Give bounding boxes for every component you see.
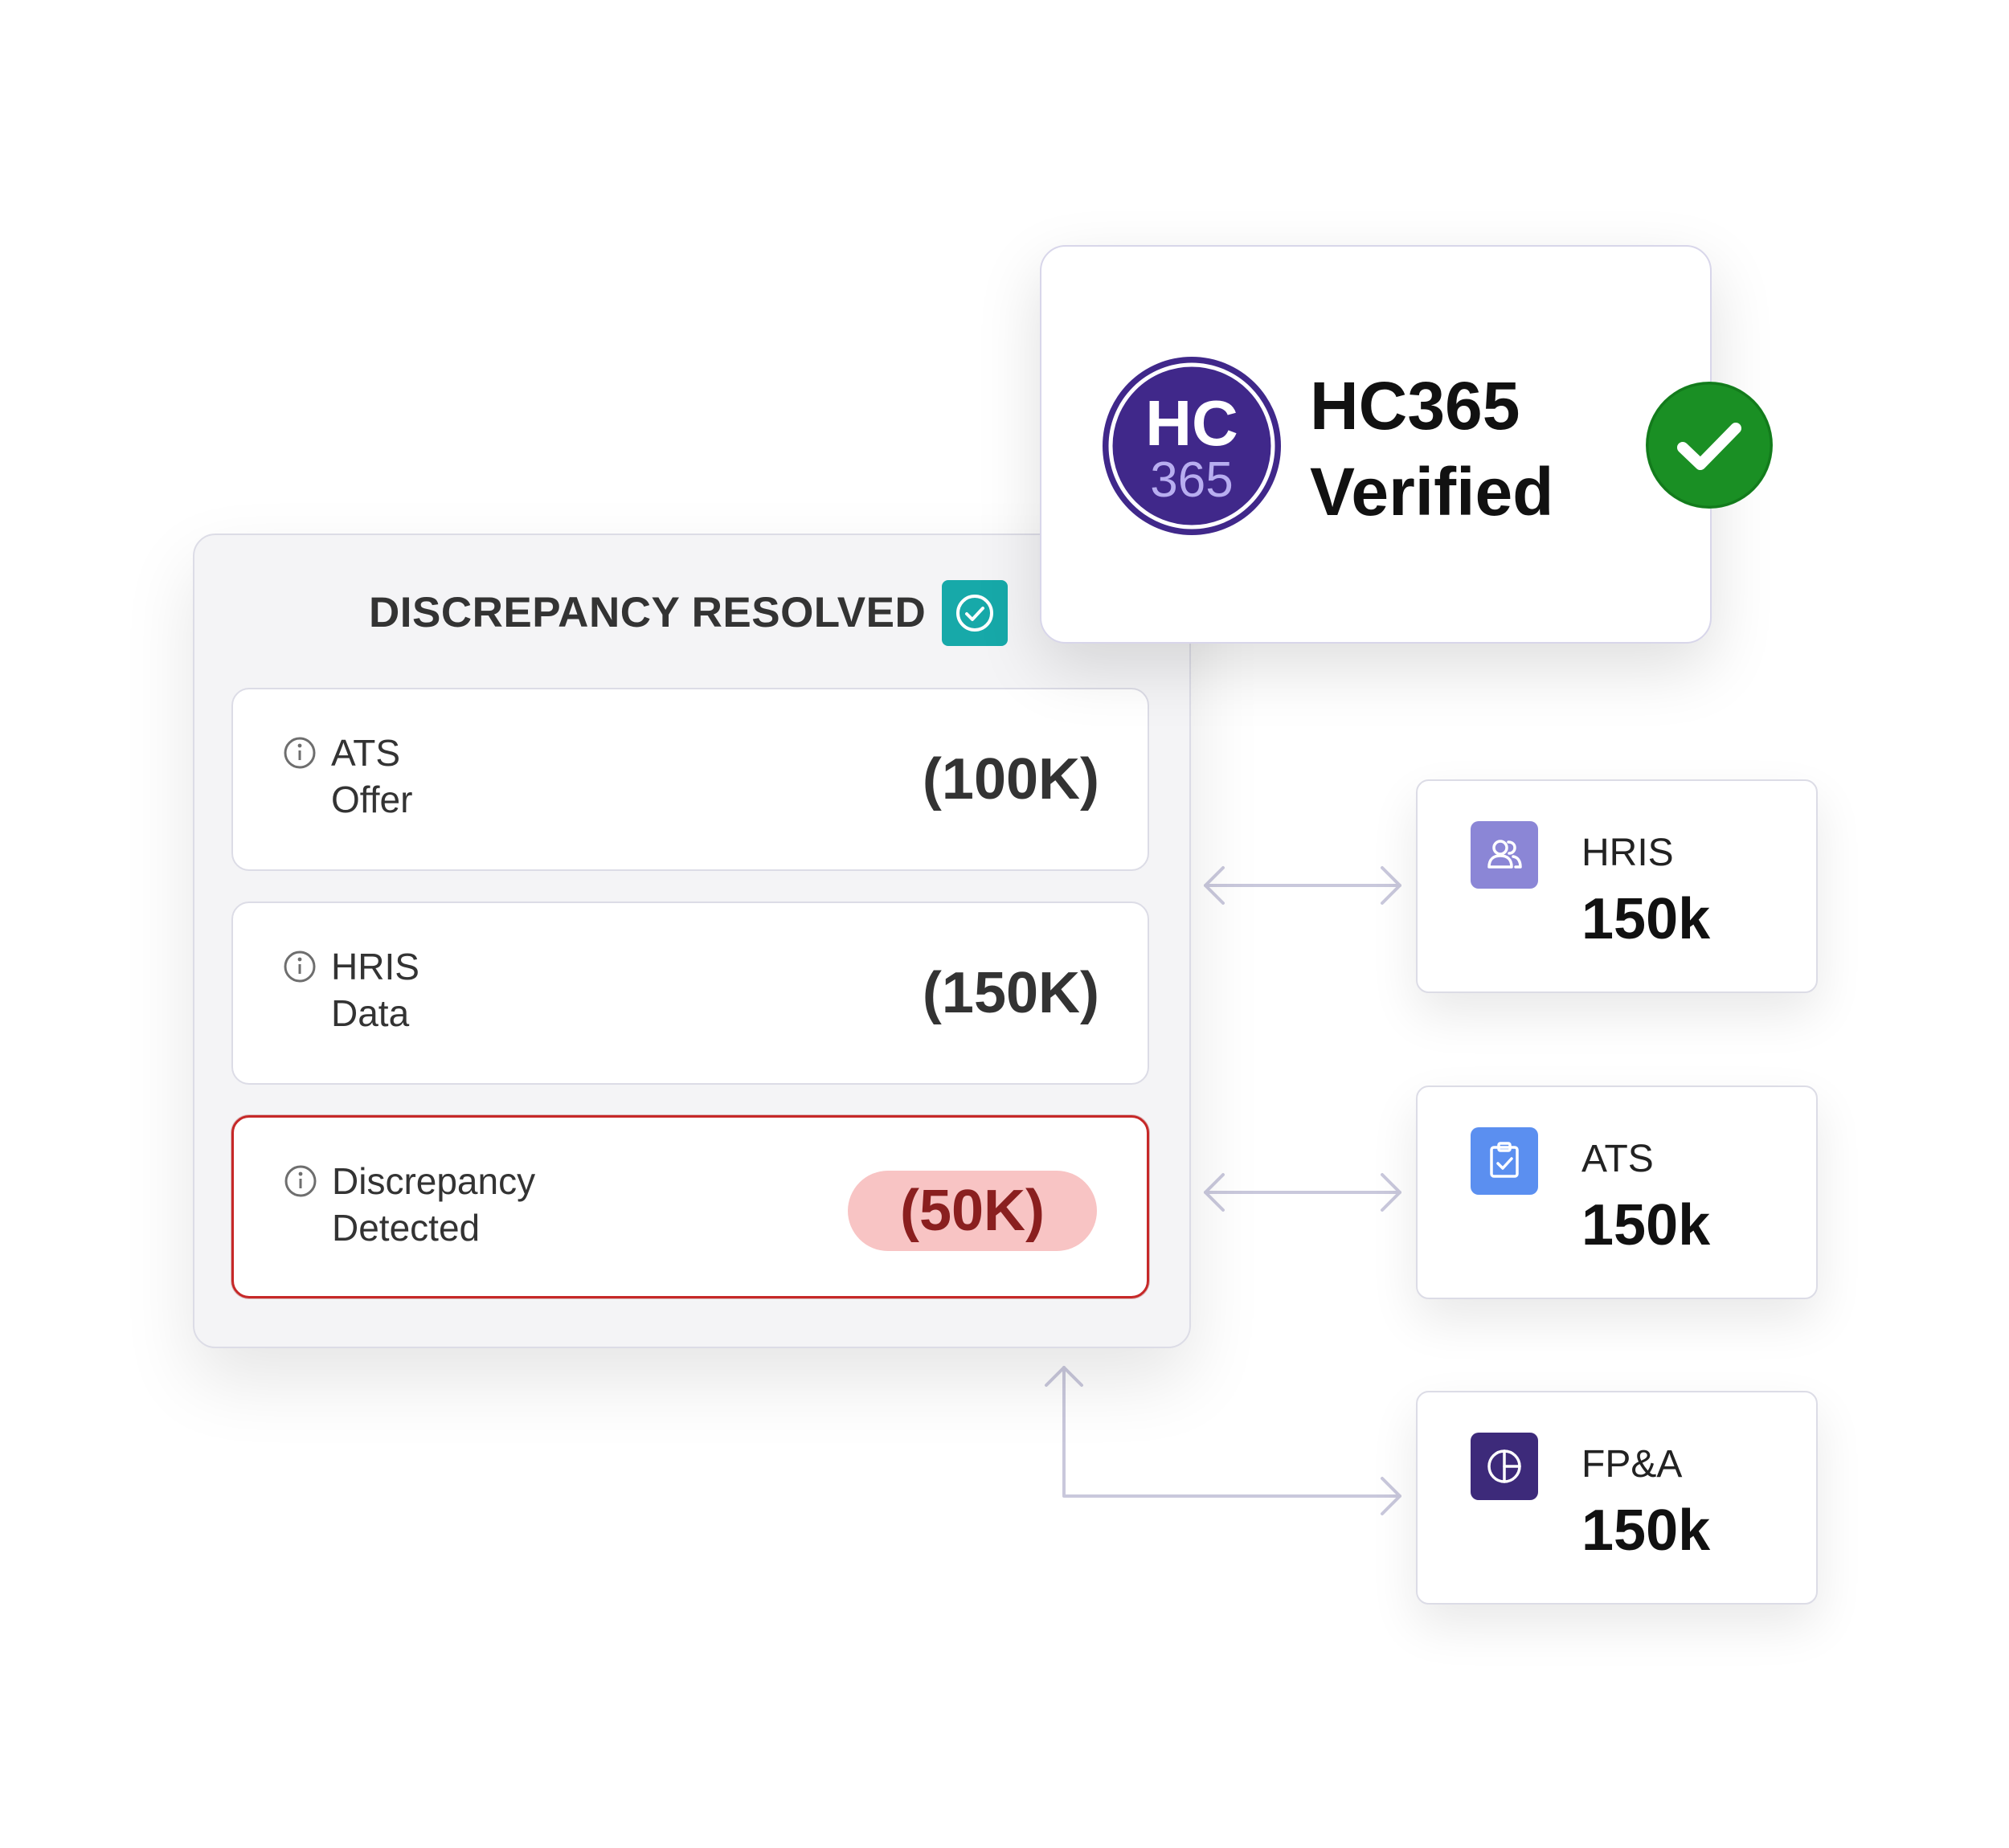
row-value: (100K) <box>922 747 1099 812</box>
source-label: ATS <box>1581 1138 1654 1180</box>
logo-text-bottom: 365 <box>1150 452 1233 508</box>
verified-check-icon <box>1646 382 1773 509</box>
source-card-hris: HRIS 150k <box>1416 779 1818 993</box>
row-label-line2: Data <box>331 992 410 1034</box>
info-icon[interactable] <box>284 1164 317 1198</box>
logo-text-top: HC <box>1145 387 1238 459</box>
verified-title: HC365 Verified <box>1310 363 1553 535</box>
info-icon[interactable] <box>283 736 317 770</box>
discrepancy-value-pill: (50K) <box>848 1171 1097 1251</box>
info-icon[interactable] <box>283 950 317 983</box>
arrow-fpa-link <box>1045 1366 1401 1515</box>
row-label-line2: Offer <box>331 779 413 820</box>
source-value: 150k <box>1581 1498 1711 1563</box>
users-icon <box>1471 821 1538 889</box>
hc365-logo: HC 365 <box>1103 357 1281 535</box>
row-label: HRIS Data <box>331 943 419 1036</box>
row-label: ATS Offer <box>331 730 412 823</box>
clipboard-check-icon <box>1471 1127 1538 1195</box>
row-label-line1: ATS <box>331 732 401 774</box>
row-ats-offer: ATS Offer (100K) <box>231 688 1149 871</box>
source-card-fpa: FP&A 150k <box>1416 1391 1818 1605</box>
row-label: Discrepancy Detected <box>332 1158 535 1251</box>
row-discrepancy-detected: Discrepancy Detected (50K) <box>231 1115 1149 1298</box>
row-label-line2: Detected <box>332 1207 481 1249</box>
source-value: 150k <box>1581 887 1711 951</box>
panel-title: DISCREPANCY RESOLVED <box>369 589 927 636</box>
row-label-line1: Discrepancy <box>332 1160 536 1202</box>
resolved-check-icon <box>942 580 1008 646</box>
row-hris-data: HRIS Data (150K) <box>231 902 1149 1085</box>
source-label: FP&A <box>1581 1443 1683 1486</box>
verified-title-line1: HC365 <box>1310 368 1520 444</box>
verified-title-line2: Verified <box>1310 454 1554 529</box>
arrow-hris-link <box>1204 866 1401 905</box>
source-value: 150k <box>1581 1193 1711 1257</box>
source-card-ats: ATS 150k <box>1416 1085 1818 1299</box>
source-label: HRIS <box>1581 832 1674 874</box>
arrow-ats-link <box>1204 1173 1401 1212</box>
row-label-line1: HRIS <box>331 946 419 987</box>
pie-chart-icon <box>1471 1433 1538 1500</box>
row-value: (150K) <box>922 961 1099 1025</box>
